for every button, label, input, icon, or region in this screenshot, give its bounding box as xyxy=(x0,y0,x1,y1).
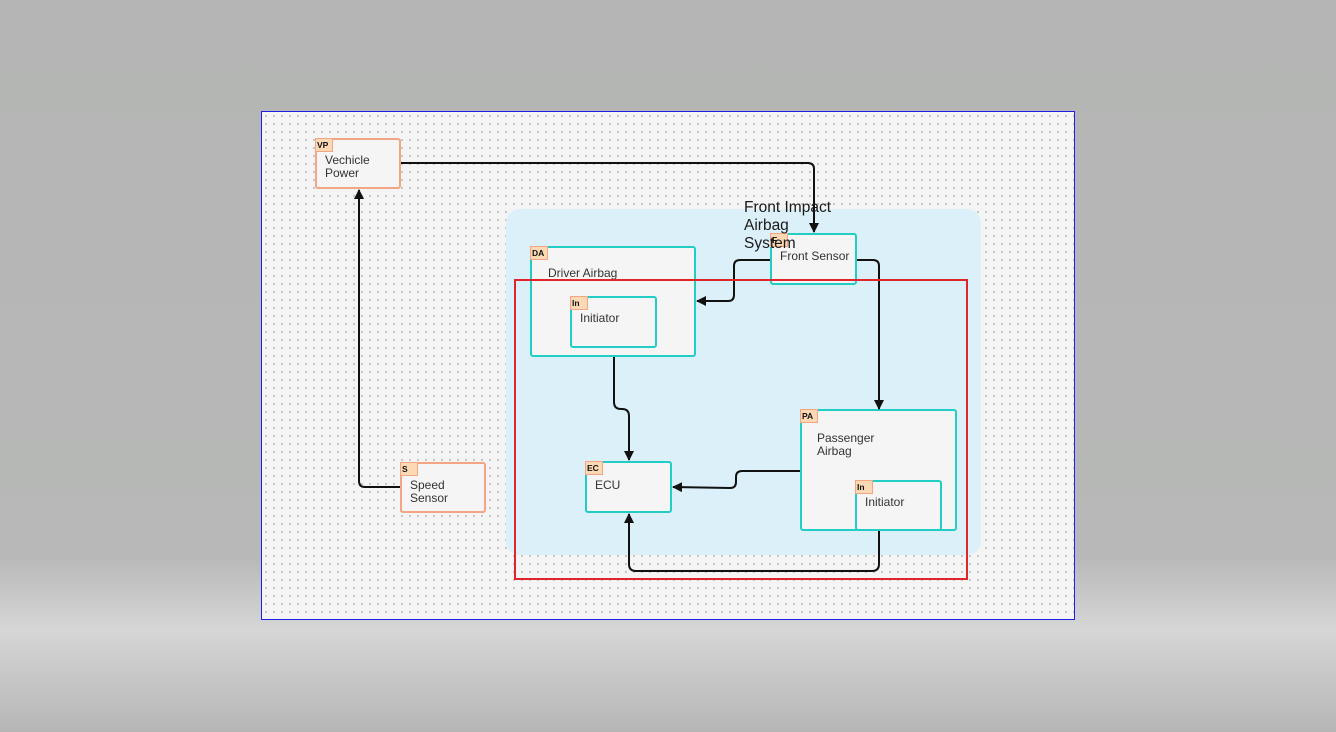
node-label: Front Sensor xyxy=(780,249,850,263)
node-label: Speed Sensor xyxy=(410,478,449,505)
node-tag: EC xyxy=(585,461,603,475)
node-vehicle-power[interactable]: VP Vechicle Power xyxy=(315,138,401,189)
group-title: Front Impact Airbag System xyxy=(744,199,831,252)
selection-frame xyxy=(514,279,968,580)
node-tag: F xyxy=(770,233,788,247)
node-label: Passenger Airbag xyxy=(817,431,875,458)
node-tag: In xyxy=(570,296,588,310)
node-tag: S xyxy=(400,462,418,476)
node-tag: VP xyxy=(315,138,333,152)
node-label: Vechicle Power xyxy=(325,153,370,180)
node-label: Driver Airbag xyxy=(548,266,618,280)
node-label: ECU xyxy=(595,478,621,492)
node-driver-initiator[interactable]: In Initiator xyxy=(570,296,657,348)
node-tag: DA xyxy=(530,246,548,260)
node-ecu[interactable]: EC ECU xyxy=(585,461,672,513)
node-label: Initiator xyxy=(865,495,905,509)
node-tag: In xyxy=(855,480,873,494)
node-label: Initiator xyxy=(580,311,620,325)
node-front-sensor[interactable]: F Front Sensor xyxy=(770,233,857,285)
node-tag: PA xyxy=(800,409,818,423)
node-speed-sensor[interactable]: S Speed Sensor xyxy=(400,462,486,513)
